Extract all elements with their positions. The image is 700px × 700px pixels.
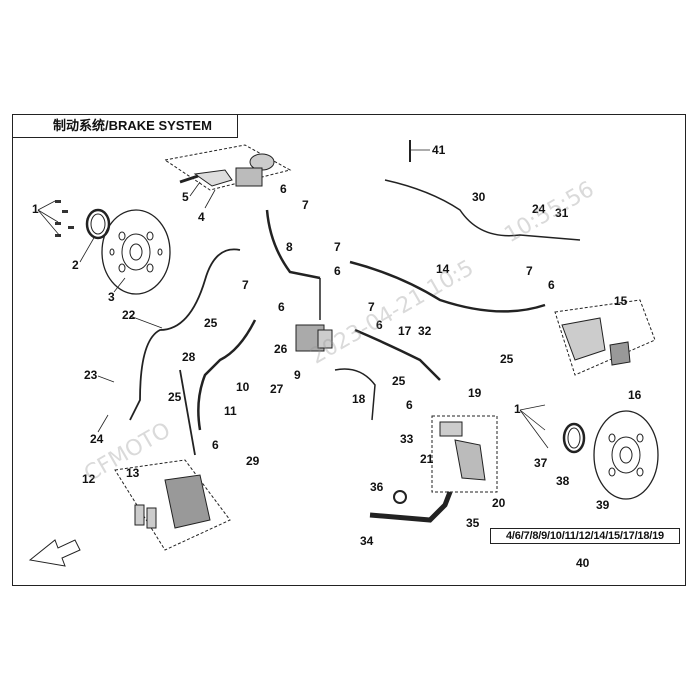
callout-24: 24: [90, 432, 104, 446]
callout-22: 22: [122, 308, 136, 322]
callout-34: 34: [360, 534, 374, 548]
callout-16: 16: [628, 388, 642, 402]
hose-10: [197, 319, 257, 431]
sensor-wire-22: [129, 248, 241, 421]
diagram-title: 制动系统/BRAKE SYSTEM: [12, 114, 238, 138]
sensor-wire-18: [334, 368, 376, 421]
callout-21: 21: [420, 452, 434, 466]
front-caliper: [114, 459, 231, 551]
callout-25: 25: [500, 352, 514, 366]
callout-9: 9: [294, 368, 301, 382]
callout-29: 29: [246, 454, 260, 468]
hose-8: [265, 209, 321, 280]
callout-1: 1: [32, 202, 39, 216]
rear-caliper: [554, 299, 656, 376]
callout-4: 4: [198, 210, 205, 224]
sensor-wire-30: [384, 179, 581, 241]
callout-6: 6: [334, 264, 341, 278]
callout-10: 10: [236, 380, 250, 394]
abs-ring-left: [85, 208, 111, 240]
callout-15: 15: [614, 294, 628, 308]
rear-brake-disc-right: [593, 410, 659, 500]
callout-33: 33: [400, 432, 414, 446]
callout-27: 27: [270, 382, 284, 396]
callout-37: 37: [534, 456, 548, 470]
callout-25: 25: [168, 390, 182, 404]
callout-7: 7: [242, 278, 249, 292]
callout-6: 6: [548, 278, 555, 292]
callout-6: 6: [212, 438, 219, 452]
hose-14: [349, 260, 546, 313]
brake-pedal: [369, 490, 453, 523]
callout-26: 26: [274, 342, 288, 356]
callout-6: 6: [376, 318, 383, 332]
callout-39: 39: [596, 498, 610, 512]
callout-7: 7: [526, 264, 533, 278]
rear-master-cylinder: [431, 415, 498, 493]
callout-25: 25: [392, 374, 406, 388]
callout-36: 36: [370, 480, 384, 494]
front-master-cylinder: [163, 144, 292, 191]
callout-28: 28: [182, 350, 196, 364]
callout-35: 35: [466, 516, 480, 530]
callout-13: 13: [126, 466, 140, 480]
callout-17: 17: [398, 324, 412, 338]
callout-6: 6: [278, 300, 285, 314]
disc-bolts-left: [55, 200, 74, 237]
callout-18: 18: [352, 392, 366, 406]
callout-20: 20: [492, 496, 506, 510]
callout-31: 31: [555, 206, 569, 220]
abs-unit: [295, 324, 333, 352]
callout-7: 7: [334, 240, 341, 254]
callout-40: 40: [576, 556, 590, 570]
callout-25: 25: [204, 316, 218, 330]
diagram-frame: [12, 114, 686, 586]
callout-12: 12: [82, 472, 96, 486]
callout-38: 38: [556, 474, 570, 488]
callout-6: 6: [280, 182, 287, 196]
callout-30: 30: [472, 190, 486, 204]
callout-32: 32: [418, 324, 432, 338]
callout-19: 19: [468, 386, 482, 400]
abs-ring-right: [562, 422, 586, 454]
callout-23: 23: [84, 368, 98, 382]
callout-6: 6: [406, 398, 413, 412]
callout-3: 3: [108, 290, 115, 304]
front-brake-disc-left: [101, 209, 171, 295]
callout-24: 24: [532, 202, 546, 216]
callout-14: 14: [436, 262, 450, 276]
callout-41: 41: [432, 143, 446, 157]
callout-1: 1: [514, 402, 521, 416]
hose-17: [354, 328, 441, 381]
callout-11: 11: [224, 404, 237, 418]
callout-7: 7: [302, 198, 309, 212]
kit-list-box: 4/6/7/8/9/10/11/12/14/15/17/18/19: [490, 528, 680, 544]
callout-7: 7: [368, 300, 375, 314]
callout-5: 5: [182, 190, 189, 204]
callout-2: 2: [72, 258, 79, 272]
callout-8: 8: [286, 240, 293, 254]
